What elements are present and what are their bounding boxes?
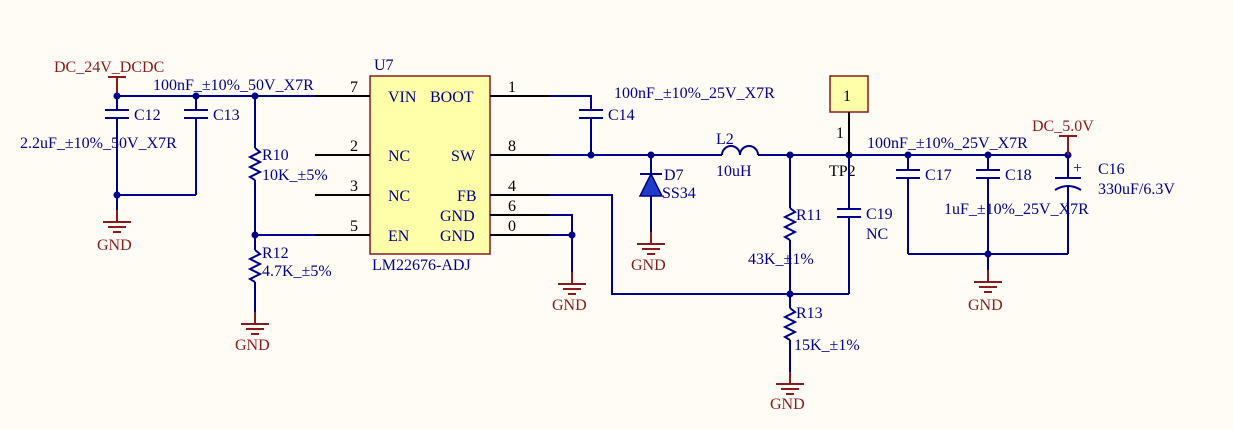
pin-number: 7 bbox=[350, 79, 358, 96]
resistor-r12: R12 4.7K_±5% bbox=[247, 235, 332, 312]
capacitor-c17: C17 100nF_±10%_25V_X7R bbox=[867, 135, 1028, 254]
pin-name: NC bbox=[388, 188, 410, 205]
tp2-body bbox=[829, 75, 869, 113]
c19-value: NC bbox=[866, 226, 888, 243]
capacitor-c13: C13 100nF_±10%_50V_X7R bbox=[153, 77, 314, 195]
r11-value: 43K_±1% bbox=[748, 251, 814, 268]
ground-symbol: GND bbox=[97, 209, 132, 254]
ground-symbol: GND bbox=[968, 269, 1003, 314]
r12-value: 4.7K_±5% bbox=[262, 263, 332, 280]
ground-symbol: GND bbox=[631, 231, 666, 274]
pin-number: 2 bbox=[350, 138, 358, 155]
pin-number: 1 bbox=[508, 79, 516, 96]
ground-label: GND bbox=[968, 297, 1003, 314]
resistor-r13: R13 15K_±1% bbox=[782, 294, 860, 372]
l2-ref: L2 bbox=[716, 131, 734, 148]
tp2-body-label: 1 bbox=[843, 88, 851, 105]
feedback-wire bbox=[550, 194, 849, 295]
resistor-r11: R11 43K_±1% bbox=[748, 155, 822, 294]
c16-value: 330uF/6.3V bbox=[1098, 181, 1175, 198]
pin-name: NC bbox=[388, 148, 410, 165]
ic-ground-wire bbox=[550, 214, 573, 235]
pin-number: 5 bbox=[350, 218, 358, 235]
c18-ref: C18 bbox=[1005, 167, 1032, 184]
c16-polarity: + bbox=[1073, 160, 1082, 177]
ground-label: GND bbox=[552, 297, 587, 314]
pin-name: EN bbox=[388, 228, 410, 245]
ic-ref: U7 bbox=[374, 57, 394, 74]
c17-ref: C17 bbox=[925, 167, 952, 184]
r11-ref: R11 bbox=[796, 207, 822, 224]
pin-name: GND bbox=[440, 228, 475, 245]
r12-ref: R12 bbox=[262, 245, 289, 262]
ground-symbol: GND bbox=[770, 371, 805, 413]
ground-label: GND bbox=[770, 396, 805, 413]
d7-ref: D7 bbox=[664, 167, 684, 184]
capacitor-c18: C18 1uF_±10%_25V_X7R bbox=[944, 155, 1089, 254]
r13-ref: R13 bbox=[796, 305, 823, 322]
r13-value: 15K_±1% bbox=[794, 337, 860, 354]
c18-value: 1uF_±10%_25V_X7R bbox=[944, 201, 1089, 218]
boot-wire bbox=[550, 95, 592, 110]
tp2-pin-number: 1 bbox=[836, 125, 844, 142]
input-power-port: DC_24V_DCDC bbox=[54, 59, 164, 96]
pin-number: 4 bbox=[508, 178, 516, 195]
tp2-ref: TP2 bbox=[829, 163, 856, 180]
r10-ref: R10 bbox=[262, 147, 289, 164]
ground-label: GND bbox=[631, 257, 666, 274]
pin-name: FB bbox=[457, 188, 477, 205]
output-net-label: DC_5.0V bbox=[1032, 118, 1094, 135]
ground-symbol: GND bbox=[552, 271, 587, 314]
c13-value: 100nF_±10%_50V_X7R bbox=[153, 77, 314, 94]
d7-value: SS34 bbox=[662, 185, 696, 202]
l2-value: 10uH bbox=[716, 163, 752, 180]
diode-d7: D7 SS34 bbox=[638, 155, 696, 232]
input-net-label: DC_24V_DCDC bbox=[54, 59, 164, 76]
capacitor-c16: + C16 330uF/6.3V bbox=[1054, 155, 1175, 254]
ic-part-number: LM22676-ADJ bbox=[372, 257, 471, 274]
ic-u7: U7 LM22676-ADJ 7 2 3 5 VIN NC NC EN 1 8 … bbox=[315, 57, 550, 274]
pin-number: 0 bbox=[508, 218, 516, 235]
ground-label: GND bbox=[97, 237, 132, 254]
c12-ref: C12 bbox=[134, 107, 161, 124]
ic-body bbox=[369, 75, 491, 255]
pin-name: GND bbox=[440, 208, 475, 225]
resistor-r10: R10 10K_±5% bbox=[247, 96, 328, 235]
ground-label: GND bbox=[235, 337, 270, 354]
pin-name: SW bbox=[451, 148, 476, 165]
pin-name: BOOT bbox=[430, 89, 474, 106]
c12-value: 2.2uF_±10%_50V_X7R bbox=[20, 135, 177, 152]
c17-value: 100nF_±10%_25V_X7R bbox=[867, 135, 1028, 152]
c19-ref: C19 bbox=[866, 206, 893, 223]
c14-value: 100nF_±10%_25V_X7R bbox=[614, 85, 775, 102]
output-power-port: DC_5.0V bbox=[1032, 118, 1094, 155]
pin-number: 6 bbox=[508, 198, 516, 215]
ground-symbol: GND bbox=[235, 311, 270, 354]
r10-value: 10K_±5% bbox=[262, 167, 328, 184]
c16-ref: C16 bbox=[1098, 161, 1125, 178]
c13-ref: C13 bbox=[213, 107, 240, 124]
pin-number: 8 bbox=[508, 138, 516, 155]
capacitor-c14: C14 100nF_±10%_25V_X7R bbox=[579, 85, 775, 155]
capacitor-c19: C19 NC bbox=[837, 155, 893, 294]
test-point-tp2: 1 1 TP2 bbox=[829, 75, 869, 180]
c14-ref: C14 bbox=[608, 107, 635, 124]
junction-dot bbox=[587, 151, 595, 159]
pin-number: 3 bbox=[350, 178, 358, 195]
pin-name: VIN bbox=[388, 89, 417, 106]
capacitor-c12: C12 2.2uF_±10%_50V_X7R bbox=[20, 96, 177, 195]
inductor-l2: L2 10uH bbox=[716, 131, 759, 180]
